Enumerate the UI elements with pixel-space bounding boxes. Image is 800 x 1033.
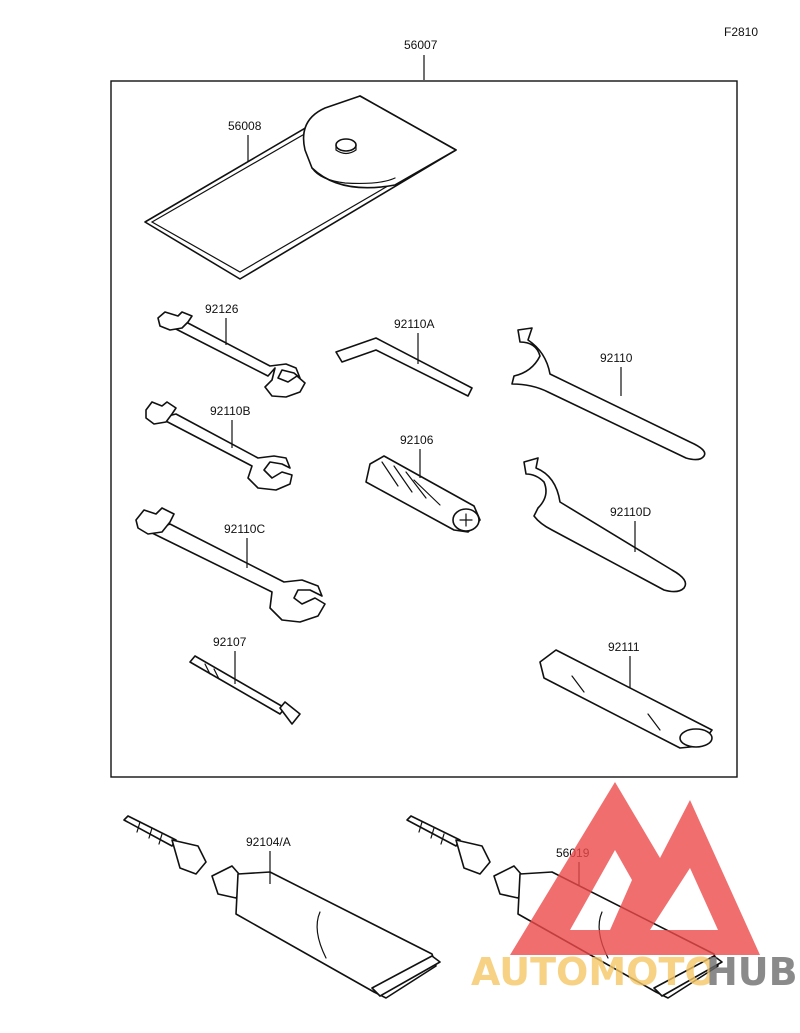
wrench-large xyxy=(135,507,326,623)
watermark-text-left: AUTOMOTO xyxy=(471,950,717,994)
label-56008: 56008 xyxy=(228,119,262,133)
label-92106: 92106 xyxy=(400,433,434,447)
wrench-small xyxy=(157,311,306,398)
watermark-logo-icon xyxy=(510,782,760,955)
kit-label: 56007 xyxy=(404,38,438,52)
screwdriver-bit xyxy=(189,655,301,725)
hex-key xyxy=(335,337,473,397)
label-92107: 92107 xyxy=(213,635,247,649)
watermark: AUTOMOTO HUB xyxy=(471,782,798,994)
extension-bar xyxy=(539,649,713,749)
label-92111: 92111 xyxy=(608,640,640,654)
screwdriver-handle xyxy=(365,455,481,533)
grease-tube xyxy=(123,815,441,999)
label-92110: 92110 xyxy=(600,351,633,365)
label-92110C: 92110C xyxy=(224,522,265,536)
wrench-medium xyxy=(145,401,293,491)
hook-wrench xyxy=(511,327,706,461)
figure-code: F2810 xyxy=(724,25,758,39)
watermark-text-right: HUB xyxy=(706,950,798,994)
tool-kit-frame xyxy=(110,80,738,778)
hook-wrench-2 xyxy=(523,457,687,593)
label-92104A: 92104/A xyxy=(246,835,291,849)
label-92110D: 92110D xyxy=(610,505,651,519)
label-92126: 92126 xyxy=(205,302,239,316)
tool-case xyxy=(144,95,457,280)
label-92110B: 92110B xyxy=(210,404,250,418)
label-92110A: 92110A xyxy=(394,317,434,331)
